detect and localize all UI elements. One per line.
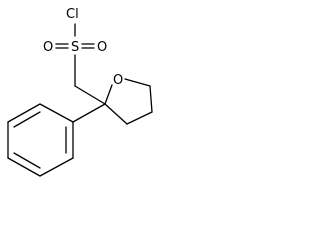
bond-ring-c-cq <box>104 103 128 125</box>
phenyl-double-2 <box>13 111 41 128</box>
phenyl-bond-4 <box>7 157 41 177</box>
bond-cq-o-ring <box>104 84 113 105</box>
phenyl-bond-5 <box>39 157 74 177</box>
atom-o-left: O <box>43 40 53 55</box>
bonds <box>7 23 153 177</box>
bond-o-c-ring <box>124 78 151 87</box>
chemical-structure-canvas: Cl S O O O <box>0 0 174 194</box>
atom-o-ring: O <box>113 73 123 88</box>
atom-labels: Cl S O O O <box>43 7 123 88</box>
molecule-drawing: Cl S O O O <box>7 7 153 177</box>
atom-o-right: O <box>97 40 107 55</box>
bond-cq-phenyl <box>72 103 106 123</box>
atom-cl: Cl <box>66 7 79 22</box>
phenyl-bond-1 <box>39 103 74 123</box>
bond-ring-c-c-1 <box>149 85 153 113</box>
atom-s: S <box>71 40 79 55</box>
phenyl-bond-2 <box>7 103 41 123</box>
bond-ch2-cq <box>74 85 106 105</box>
bond-ring-c-c-2 <box>126 111 153 125</box>
phenyl-double-3 <box>13 152 41 169</box>
